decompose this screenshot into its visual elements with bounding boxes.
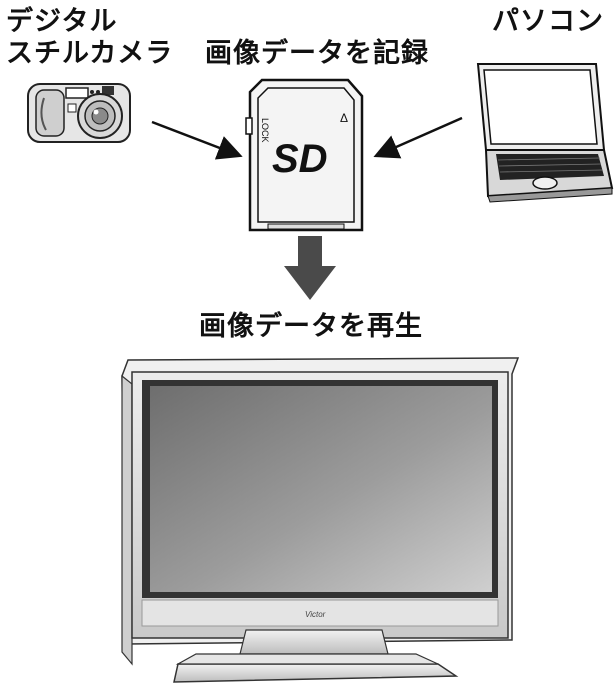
sd-arrow-glyph: Δ	[340, 111, 348, 125]
play-label: 画像データを再生	[199, 311, 423, 342]
tv-screen	[150, 386, 492, 592]
camera-label-line2: スチルカメラ	[6, 38, 174, 69]
camera-label-line1: デジタル	[6, 6, 118, 37]
television-icon: Victor	[121, 357, 520, 683]
sd-logo: SD	[272, 137, 328, 181]
record-label: 画像データを記録	[205, 38, 429, 69]
laptop-icon	[476, 63, 614, 203]
sd-lock-label: LOCK	[260, 118, 270, 143]
pc-label: パソコン	[492, 6, 604, 37]
camera-label: デジタル スチルカメラ	[6, 6, 173, 70]
arrow-camera-to-sd	[151, 120, 243, 160]
arrow-pc-to-sd	[373, 116, 463, 159]
tv-brand: Victor	[305, 610, 326, 619]
down-arrow-icon	[284, 236, 336, 300]
digital-camera-icon	[27, 83, 131, 143]
sd-card-icon: LOCK Δ SD	[245, 78, 364, 232]
